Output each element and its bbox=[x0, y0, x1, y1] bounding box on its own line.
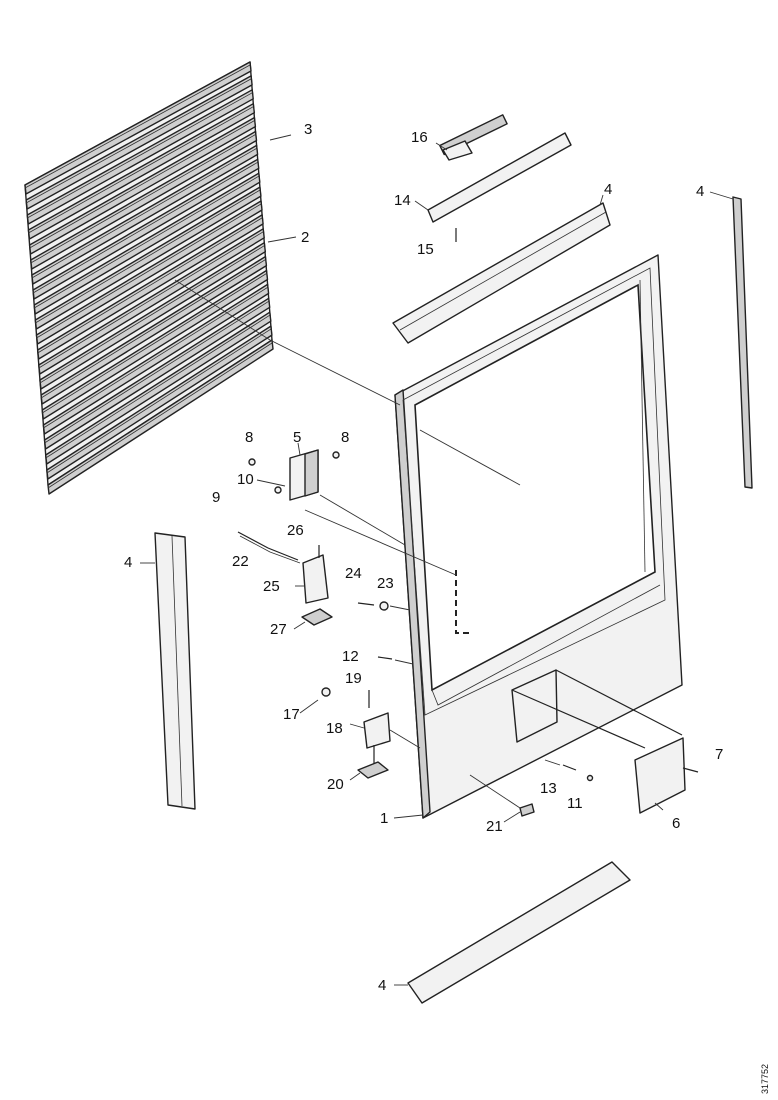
callout-24: 24 bbox=[345, 565, 362, 582]
callout-8-left: 8 bbox=[245, 429, 253, 446]
callout-19: 19 bbox=[345, 670, 362, 687]
louver-slat-edge bbox=[28, 106, 254, 234]
louver-slat-edge bbox=[47, 342, 273, 489]
louver-slat-edge bbox=[39, 245, 265, 384]
callout-4-left: 4 bbox=[124, 554, 132, 571]
louver-slat-edge bbox=[43, 287, 268, 429]
louver-slat-edge bbox=[32, 161, 258, 294]
callout-12: 12 bbox=[342, 648, 359, 665]
trim-strip-bottom bbox=[407, 861, 631, 1004]
callout-5: 5 bbox=[293, 429, 301, 446]
louver-panel bbox=[24, 61, 274, 495]
callout-2: 2 bbox=[301, 229, 309, 246]
callout-14: 14 bbox=[394, 192, 411, 209]
small-fasteners bbox=[519, 764, 699, 817]
callout-11: 11 bbox=[567, 795, 583, 812]
callout-25: 25 bbox=[263, 578, 280, 595]
trim-strip-top bbox=[392, 202, 611, 344]
louver-slat-edge bbox=[38, 231, 264, 369]
assembly-lines bbox=[174, 279, 561, 809]
louver-slat-edge bbox=[44, 300, 269, 444]
callout-27: 27 bbox=[270, 621, 287, 638]
louver-slat-edge bbox=[40, 259, 266, 399]
louver-slat-edge bbox=[31, 148, 257, 279]
louver-slat-edge bbox=[45, 314, 271, 459]
louver-slat-edge bbox=[27, 92, 253, 219]
callout-leaders bbox=[140, 134, 734, 986]
bracket-plate bbox=[634, 737, 686, 814]
callout-1: 1 bbox=[380, 810, 388, 827]
callout-20: 20 bbox=[327, 776, 344, 793]
clip-16 bbox=[442, 140, 473, 161]
callout-21: 21 bbox=[486, 818, 503, 835]
document-id: 317752 bbox=[760, 1064, 770, 1094]
callout-22: 22 bbox=[232, 553, 249, 570]
main-frame bbox=[394, 254, 683, 819]
callout-7: 7 bbox=[715, 746, 723, 763]
callout-6: 6 bbox=[672, 815, 680, 832]
callout-8-right: 8 bbox=[341, 429, 349, 446]
trim-strip-right bbox=[732, 196, 753, 489]
louver-slat-edge bbox=[46, 328, 272, 474]
louver-slat-edge bbox=[33, 175, 260, 309]
louver-slat-edge bbox=[37, 217, 263, 354]
callout-13: 13 bbox=[540, 780, 557, 797]
callout-4-right: 4 bbox=[696, 183, 704, 200]
callout-16: 16 bbox=[411, 129, 428, 146]
callout-3: 3 bbox=[304, 121, 312, 138]
callout-9: 9 bbox=[212, 489, 220, 506]
callout-4-top: 4 bbox=[604, 181, 612, 198]
callout-labels: 3 2 16 14 15 4 4 4 4 8 5 8 10 9 26 22 24… bbox=[124, 121, 723, 994]
callout-4-bottom: 4 bbox=[378, 977, 386, 994]
louver-slat-edge bbox=[36, 203, 262, 339]
louver-slat-edge bbox=[29, 120, 255, 249]
hinge-assembly bbox=[248, 449, 340, 501]
top-rail bbox=[427, 114, 572, 223]
fastener-23-24 bbox=[357, 601, 389, 611]
callout-23: 23 bbox=[377, 575, 394, 592]
latch-assembly bbox=[321, 687, 391, 779]
louver-slat-edge bbox=[24, 64, 251, 189]
louver-slat-edge bbox=[42, 273, 267, 414]
louver-slat-edge bbox=[25, 78, 252, 204]
cable-assembly bbox=[237, 531, 333, 626]
callout-18: 18 bbox=[326, 720, 343, 737]
screw-12 bbox=[377, 656, 393, 660]
callout-10: 10 bbox=[237, 471, 254, 488]
callout-15: 15 bbox=[417, 241, 434, 258]
louver-slat-edge bbox=[30, 134, 256, 264]
callout-17: 17 bbox=[283, 706, 300, 723]
trim-strip-left bbox=[154, 532, 196, 810]
callout-26: 26 bbox=[287, 522, 304, 539]
louver-slat-edge bbox=[35, 189, 261, 324]
